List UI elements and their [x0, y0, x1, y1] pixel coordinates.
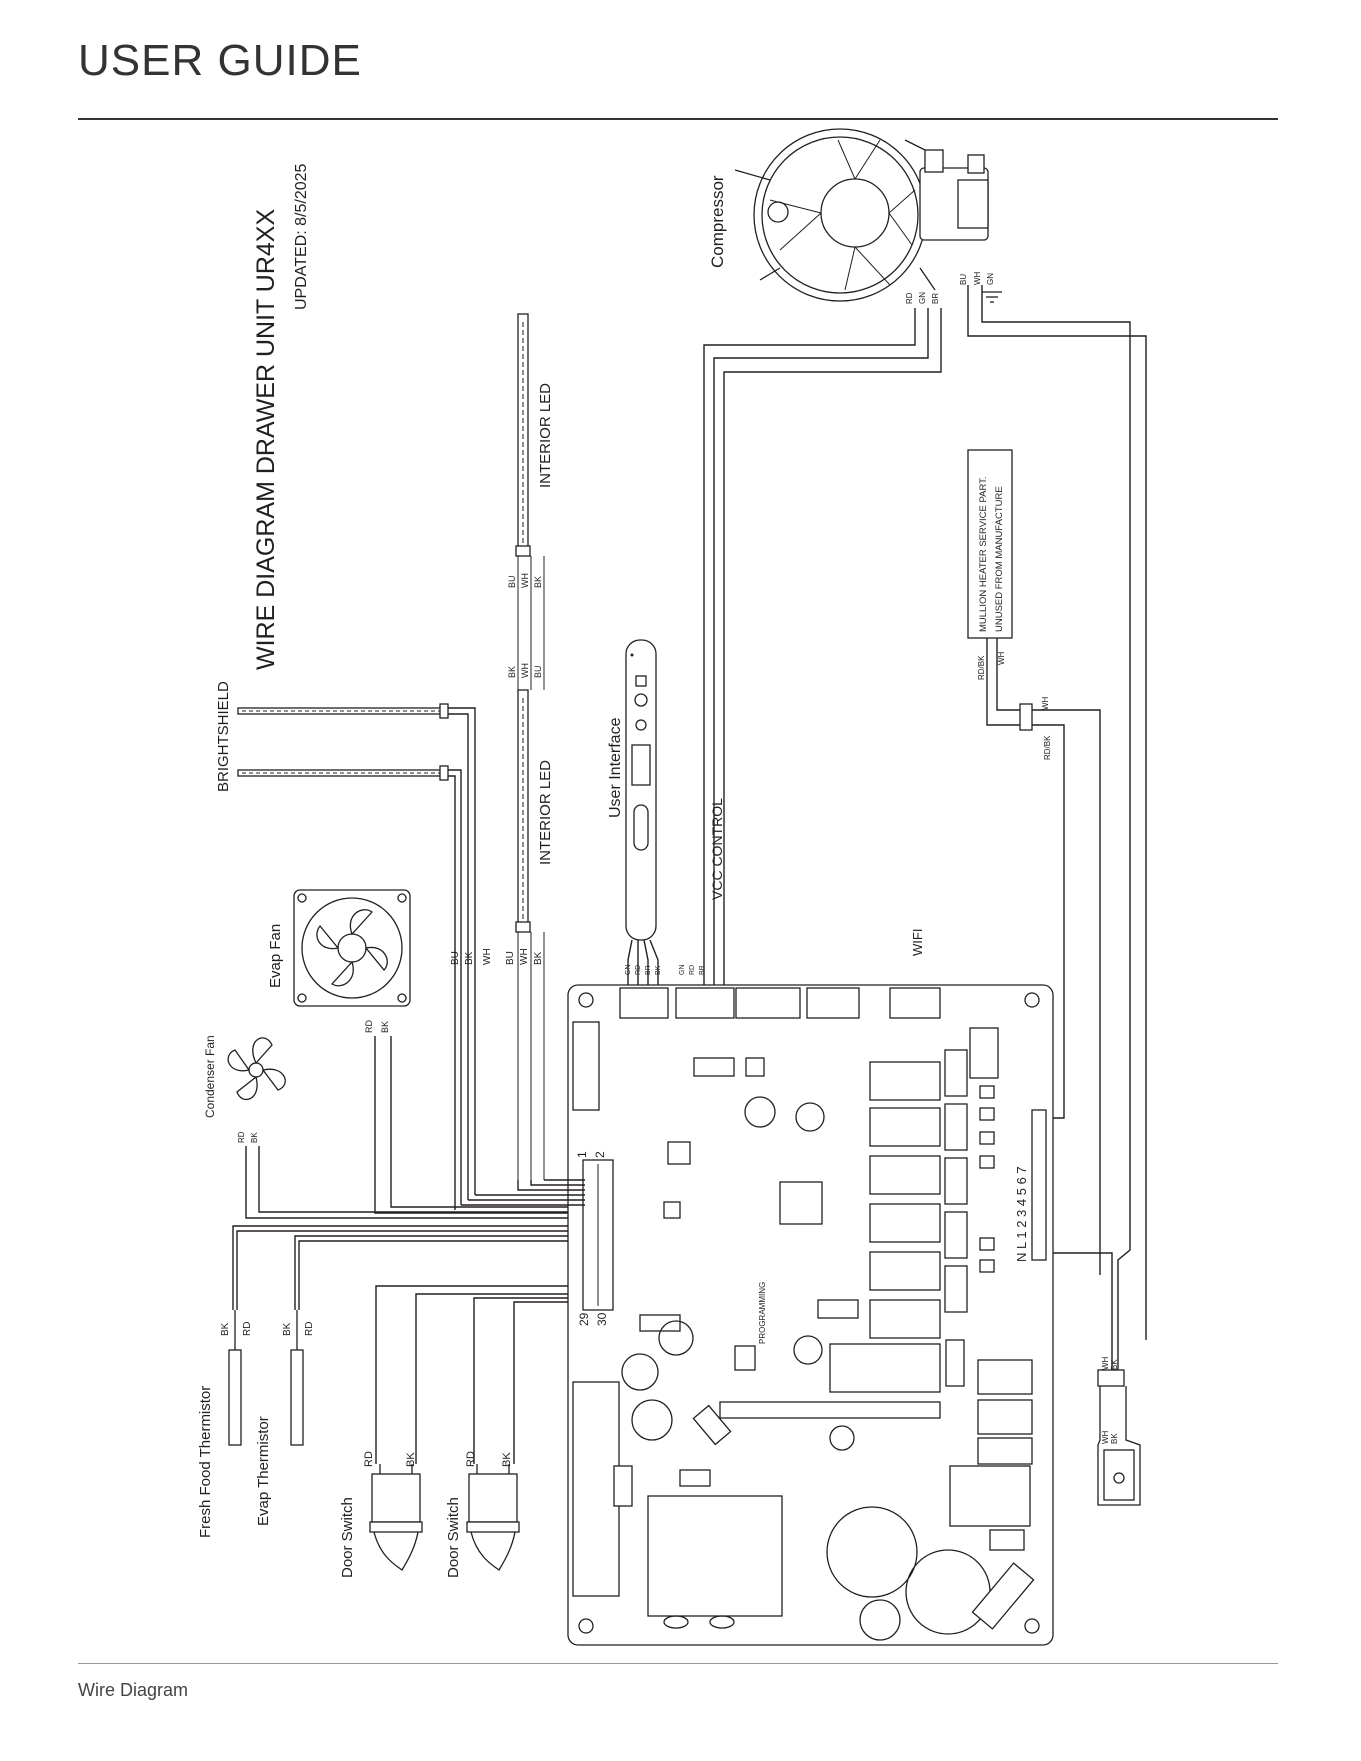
- wire-label: BK: [1110, 1359, 1119, 1370]
- wire-label: RD: [363, 1451, 375, 1467]
- pin-label: 2: [593, 1151, 607, 1158]
- wire-label: WH: [997, 651, 1006, 665]
- wire-label: RD: [635, 965, 642, 975]
- pin-label: 30: [595, 1312, 609, 1326]
- interior-led-top-label: INTERIOR LED: [537, 383, 554, 488]
- user-interface-label: User Interface: [607, 717, 624, 818]
- wire-label: BK: [533, 576, 543, 588]
- brightshield-led: [237, 703, 449, 781]
- wire-label: WH: [519, 948, 530, 965]
- diagram-title: WIRE DIAGRAM DRAWER UNIT UR4XX: [252, 209, 280, 670]
- fresh-food-thermistor-label: Fresh Food Thermistor: [197, 1386, 214, 1538]
- door-switch-1: [369, 1464, 423, 1571]
- wire-label: BR: [645, 965, 652, 975]
- condenser-fan: [227, 1037, 286, 1101]
- wire-label: BK: [507, 666, 517, 678]
- wire-label: WH: [520, 663, 530, 678]
- wire-label: BR: [699, 965, 706, 975]
- control-board: [567, 984, 1054, 1646]
- wire-label: BK: [250, 1132, 259, 1143]
- wire-label: RD: [689, 965, 696, 975]
- wire-label: BU: [533, 665, 543, 678]
- footer-label: Wire Diagram: [78, 1680, 189, 1700]
- evap-fan-label: Evap Fan: [267, 924, 284, 988]
- wire-label: GN: [625, 965, 632, 976]
- user-interface: [625, 639, 657, 941]
- wire-label: BK: [1110, 1433, 1119, 1444]
- wire-label: RD: [905, 292, 914, 304]
- wire-label: WH: [1101, 1356, 1110, 1370]
- ground-symbol: [982, 291, 1002, 303]
- mullion-note-2: UNUSED FROM MANUFACTURE: [994, 486, 1005, 632]
- wire-label: BK: [655, 965, 662, 975]
- wire-label: BK: [533, 951, 544, 965]
- footer-divider: [78, 1663, 1278, 1664]
- pin-label: 29: [577, 1312, 591, 1326]
- wire-label: RD/BK: [1043, 735, 1052, 760]
- mullion-splice: [1019, 703, 1033, 731]
- wire-label: GN: [986, 273, 995, 285]
- wire-label: BK: [464, 951, 475, 965]
- interior-led-mid: [515, 689, 531, 933]
- wire-label: GN: [918, 292, 927, 304]
- door-switch-2: [466, 1464, 520, 1571]
- wifi-label: WIFI: [910, 929, 925, 956]
- relay-pin-labels: N L 1 2 3 4 5 6 7: [1014, 1166, 1029, 1262]
- wire-label: RD: [237, 1131, 246, 1143]
- header-divider: [78, 118, 1278, 120]
- mullion-note-1: MULLION HEATER SERVICE PART.: [978, 476, 989, 632]
- wire-label: WH: [973, 271, 982, 285]
- wire-label: RD/BK: [977, 655, 986, 680]
- wire-label: RD: [364, 1020, 374, 1033]
- evap-fan: [293, 889, 411, 1007]
- brightshield-label: BRIGHTSHIELD: [215, 681, 232, 792]
- pin-label: 1: [575, 1151, 589, 1158]
- wire-label: BK: [380, 1021, 390, 1033]
- wire-label: BU: [959, 274, 968, 285]
- diagram-updated: UPDATED: 8/5/2025: [293, 163, 310, 310]
- wire-label: WH: [520, 573, 530, 588]
- wire-label: BK: [282, 1322, 293, 1336]
- wire-label: RD: [242, 1322, 253, 1336]
- wire-label: RD: [465, 1451, 477, 1467]
- evap-thermistor: [290, 1310, 304, 1446]
- interior-led-top: [515, 313, 531, 557]
- wire-label: BU: [507, 575, 517, 588]
- wire-label: BU: [450, 951, 461, 965]
- wire-label: BK: [501, 1452, 513, 1467]
- door-switch-1-label: Door Switch: [339, 1497, 356, 1578]
- condenser-fan-label: Condenser Fan: [203, 1035, 217, 1118]
- wire-label: GN: [679, 965, 686, 976]
- interior-led-mid-label: INTERIOR LED: [537, 760, 554, 865]
- wire-label: WH: [1101, 1430, 1110, 1444]
- mullion-heater-box: [967, 449, 1013, 639]
- wire-label: WH: [1041, 696, 1050, 710]
- door-switch-2-label: Door Switch: [445, 1497, 462, 1578]
- wire-label: RD: [304, 1322, 315, 1336]
- vcc-control-label: VCC CONTROL: [709, 798, 725, 900]
- compressor-label: Compressor: [708, 175, 727, 268]
- page-title: USER GUIDE: [78, 36, 362, 85]
- wire-label: BU: [505, 951, 516, 965]
- power-cord-clamp: [1097, 1369, 1141, 1506]
- evap-thermistor-label: Evap Thermistor: [255, 1416, 272, 1526]
- wire-label: BR: [931, 293, 940, 304]
- wire-label: BK: [405, 1452, 417, 1467]
- compressor: [734, 128, 989, 302]
- programming-label: PROGRAMMING: [758, 1282, 767, 1344]
- wire-label: BK: [220, 1322, 231, 1336]
- fresh-food-thermistor: [228, 1310, 242, 1446]
- wire-label: WH: [482, 948, 493, 965]
